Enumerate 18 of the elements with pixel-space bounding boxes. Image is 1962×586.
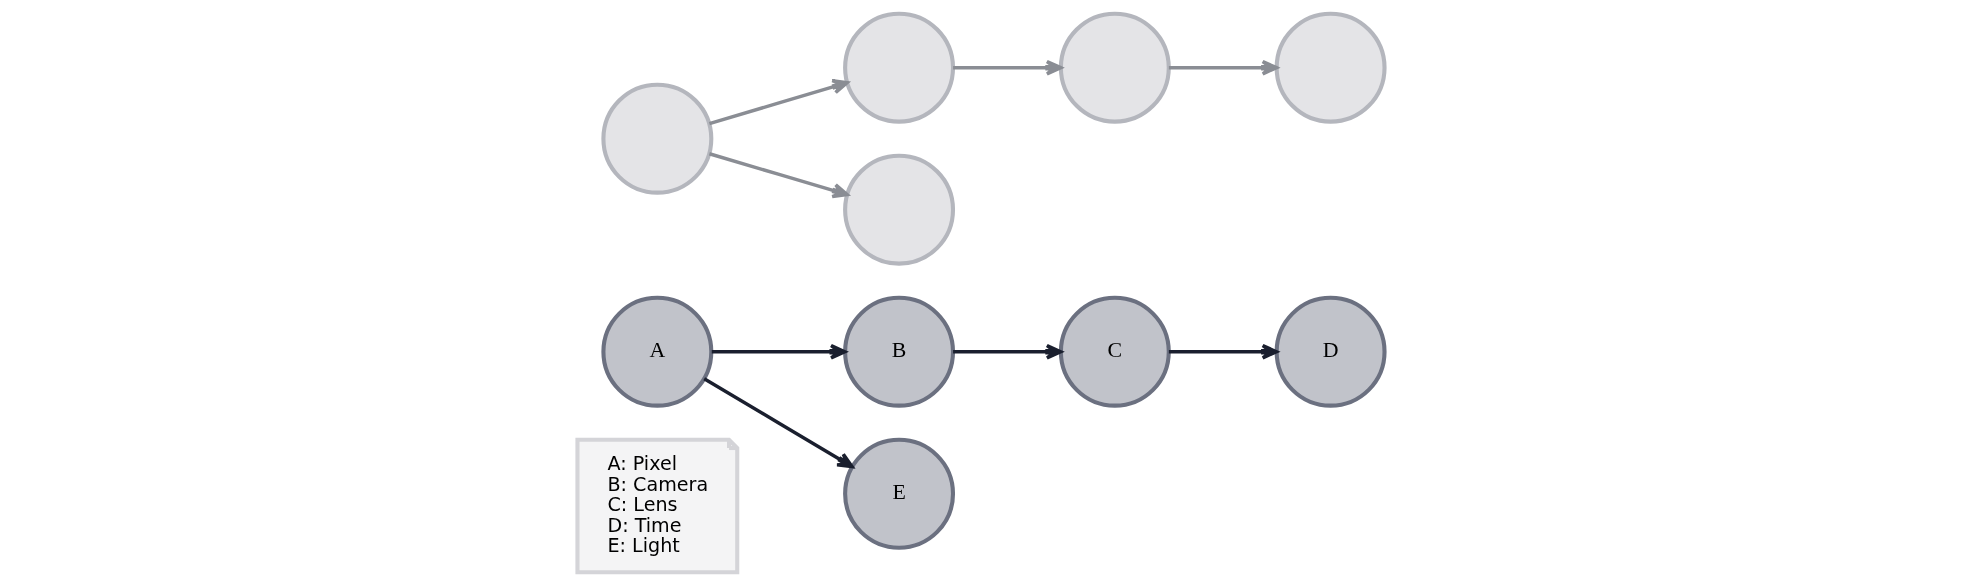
node-circle: D bbox=[1274, 295, 1387, 408]
arrow bbox=[711, 343, 847, 360]
node-circle: E bbox=[843, 437, 956, 550]
arrow bbox=[708, 79, 849, 126]
node-circle: A bbox=[601, 295, 714, 408]
arrow bbox=[1168, 343, 1279, 360]
node-circle bbox=[1058, 11, 1171, 124]
node-circle: B bbox=[843, 295, 956, 408]
arrow bbox=[703, 377, 854, 469]
arrow bbox=[1168, 59, 1279, 76]
node-circle bbox=[601, 82, 714, 195]
node-circle bbox=[843, 11, 956, 124]
node-circle bbox=[843, 153, 956, 266]
arrow bbox=[708, 152, 849, 199]
node-circle bbox=[1274, 11, 1387, 124]
arrow bbox=[953, 59, 1063, 76]
node-circle: C bbox=[1058, 295, 1171, 408]
arrow bbox=[953, 343, 1063, 360]
